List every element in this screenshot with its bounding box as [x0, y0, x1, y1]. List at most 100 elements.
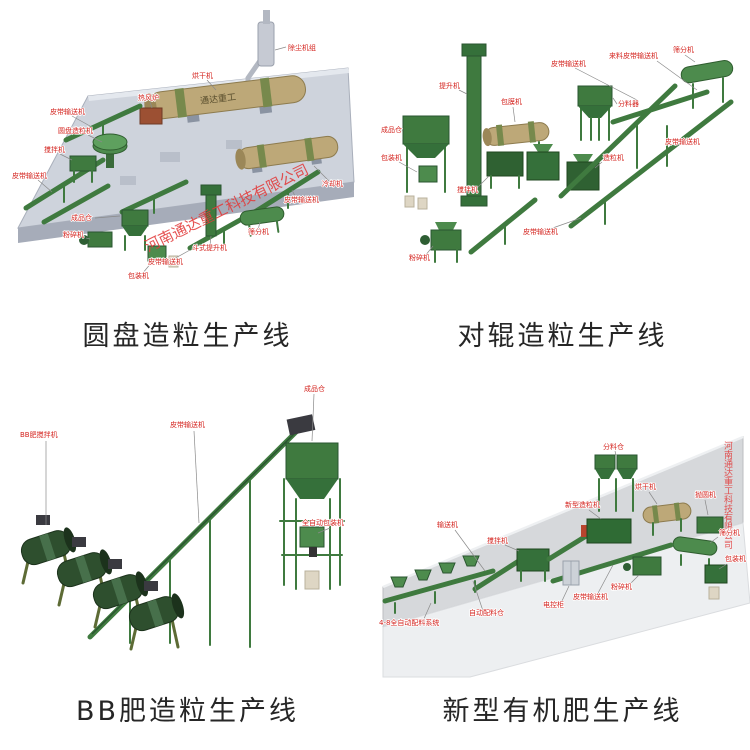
organic-fertilizer-illustration: 河南通达重工科技有限公司	[378, 435, 750, 678]
machine-label: 电控柜	[543, 600, 564, 609]
foundation-block	[160, 152, 180, 162]
crusher	[623, 556, 662, 576]
packing-machine	[404, 165, 438, 210]
machine-label: 圆盘造粒机	[58, 126, 93, 135]
machine-label: 新型造粒机	[565, 500, 600, 509]
machine-label: 除尘机组	[288, 43, 316, 52]
machine-label: 包装机	[725, 554, 746, 563]
distributor-hopper	[577, 85, 613, 141]
coating-drum	[482, 121, 550, 147]
machine-label: 粉碎机	[409, 253, 430, 262]
bucket-elevator	[460, 43, 488, 207]
packing-machine	[147, 245, 179, 268]
machine-label: 全自动包装机	[302, 518, 344, 527]
machine-label: 包装机	[128, 271, 149, 280]
crusher	[420, 222, 462, 263]
cooler-drum	[235, 135, 339, 174]
crusher	[79, 231, 113, 248]
machine-label: 烘干机	[192, 71, 213, 80]
machine-labels: BB肥搅拌机 皮带输送机 成品仓 全自动包装机	[19, 383, 345, 534]
machine-label: 包膜机	[501, 97, 522, 106]
machine-label: 包装机	[381, 153, 402, 162]
machine-label: 分料器	[618, 99, 639, 108]
caption-bb-fertilizer: BB肥造粒生产线	[75, 696, 300, 727]
roller-granulation-illustration: 提升机 包膜机 皮带输送机 来料皮带输送机 筛分机 成品仓 包装机 分料器 皮带…	[380, 43, 734, 263]
machine-label: 冷却机	[322, 179, 343, 188]
machine-label: 粉碎机	[611, 582, 632, 591]
product-bin	[402, 115, 450, 193]
screen-machine	[239, 206, 285, 237]
foundation-block	[120, 176, 136, 185]
screen-machine	[680, 60, 734, 84]
control-cabinet	[562, 560, 580, 586]
machine-label: 皮带输送机	[50, 107, 85, 116]
dryer-drum: 通达重工	[144, 75, 306, 123]
machine-label: BB肥搅拌机	[20, 430, 58, 439]
machine-label: 皮带输送机	[523, 227, 558, 236]
conveyor-drive-head	[286, 414, 316, 436]
machine-label: 造粒机	[603, 153, 624, 162]
machine-label: 皮带输送机	[665, 137, 700, 146]
machine-label: 斗式提升机	[192, 243, 227, 252]
machine-label: 筛分机	[673, 45, 694, 54]
machine-label: 热风炉	[138, 93, 159, 102]
hot-air-furnace	[139, 107, 163, 125]
granulator	[581, 518, 632, 544]
product-bin	[285, 442, 339, 499]
machine-label: 分料仓	[603, 442, 624, 451]
machine-labels: 分料仓 输送机 搅拌机 新型造粒机 烘干机 抛圆机 筛分机 包装机 粉碎机 皮带…	[378, 441, 746, 627]
machine-label: 皮带输送机	[148, 257, 183, 266]
auto-packing-machine	[299, 526, 325, 590]
machine-label: 皮带输送机	[551, 59, 586, 68]
product-bin	[121, 209, 149, 251]
machine-label: 4-8全自动配料系统	[379, 618, 439, 627]
machine-label: 搅拌机	[44, 145, 65, 154]
machine-label: 成品仓	[381, 125, 402, 134]
batching-system	[382, 555, 496, 614]
machine-label: 搅拌机	[487, 536, 508, 545]
machine-label: 筛分机	[719, 528, 740, 537]
panel-roller-granulation-line: 提升机 包膜机 皮带输送机 来料皮带输送机 筛分机 成品仓 包装机 分料器 皮带…	[375, 0, 750, 375]
machine-label: 自动配料仓	[469, 608, 504, 617]
machine-label: 成品仓	[304, 384, 325, 393]
caption-disc-granulation: 圆盘造粒生产线	[82, 321, 293, 352]
machine-label: 皮带输送机	[284, 195, 319, 204]
machine-label: 输送机	[437, 520, 458, 529]
mixer	[486, 151, 524, 189]
panel-organic-fertilizer-line: 河南通达重工科技有限公司	[375, 375, 750, 750]
dryer-drum	[642, 502, 692, 524]
machine-label: 皮带输送机	[170, 420, 205, 429]
belt-conveyors	[468, 83, 734, 255]
machine-label: 筛分机	[248, 227, 269, 236]
machine-labels: 除尘机组 烘干机 热风炉 皮带输送机 圆盘造粒机 搅拌机 皮带输送机 成品仓 粉…	[11, 42, 343, 280]
machine-labels: 提升机 包膜机 皮带输送机 来料皮带输送机 筛分机 成品仓 包装机 分料器 皮带…	[380, 44, 700, 262]
machine-label: 成品仓	[71, 213, 92, 222]
caption-roller-granulation: 对辊造粒生产线	[457, 321, 668, 352]
machine-label: 烘干机	[635, 482, 656, 491]
caption-organic-fertilizer: 新型有机肥生产线	[442, 696, 683, 727]
machine-label: 皮带输送机	[573, 592, 608, 601]
machine-label: 来料皮带输送机	[609, 51, 658, 60]
panel-bb-fertilizer-line: BB肥搅拌机 皮带输送机 成品仓 全自动包装机 BB肥造粒生产线	[0, 375, 375, 750]
machine-label: 抛圆机	[695, 490, 716, 499]
mixer	[69, 155, 97, 183]
screen-machine	[672, 536, 718, 556]
machine-label: 皮带输送机	[12, 171, 47, 180]
bb-mixer	[128, 581, 185, 651]
machine-label: 提升机	[439, 81, 460, 90]
distribution-bins	[594, 454, 638, 512]
machine-label: 粉碎机	[63, 230, 84, 239]
bagging-platform	[279, 478, 345, 590]
bb-fertilizer-illustration: BB肥搅拌机 皮带输送机 成品仓 全自动包装机	[19, 383, 345, 651]
foundation-block	[226, 140, 242, 149]
machine-label: 搅拌机	[457, 185, 478, 194]
panel-disc-granulation-line: 通达重工	[0, 0, 375, 375]
bb-mixer	[92, 559, 149, 629]
belt-conveyors	[23, 103, 321, 251]
polishing-machine	[696, 516, 724, 534]
disc-granulation-illustration: 通达重工	[11, 10, 355, 281]
inclined-belt-conveyor	[87, 414, 316, 648]
belt-conveyor	[546, 530, 594, 562]
packing-machine	[704, 564, 728, 600]
